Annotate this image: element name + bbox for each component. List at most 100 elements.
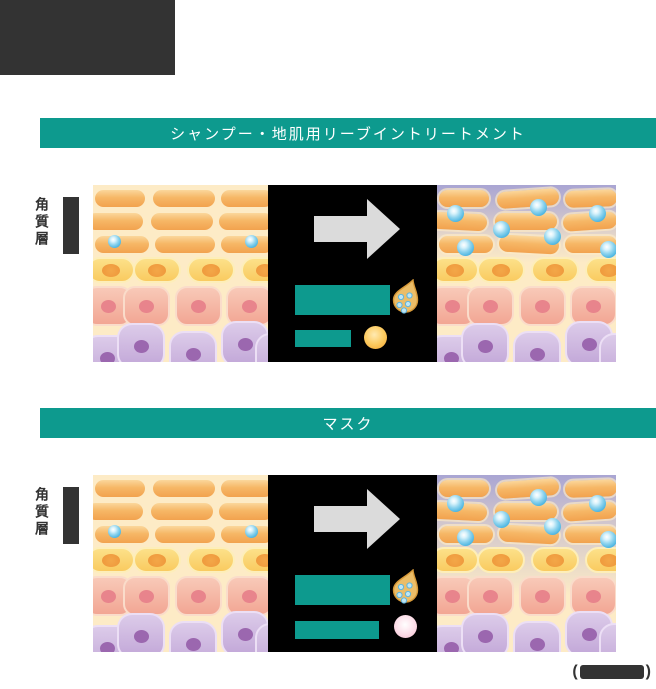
spinous-cell: [123, 576, 170, 616]
cell-nucleus: [492, 263, 510, 277]
moisture-particle-icon: [599, 240, 616, 258]
moisture-particle-icon: [244, 234, 258, 248]
granular-cell: [187, 547, 235, 573]
moisture-particle-icon: [244, 524, 258, 538]
moisture-particle-icon: [492, 220, 510, 238]
spinous-cell: [467, 576, 514, 616]
spinous-cell: [226, 576, 268, 616]
cell-nucleus: [529, 347, 545, 361]
corneocyte-bar: [219, 503, 268, 520]
corneocyte-bar: [439, 480, 489, 497]
redacted-note-text: [579, 665, 644, 679]
granular-cell: [437, 547, 479, 573]
cell-nucleus: [148, 263, 166, 277]
spinous-cell: [226, 286, 268, 326]
stratum-corneum-label: 角質層: [34, 197, 50, 248]
corneocyte-bar: [95, 236, 149, 253]
transition-box: [268, 185, 437, 362]
cell-nucleus: [148, 553, 166, 567]
cell-nucleus: [483, 589, 498, 603]
spinous-cell: [175, 576, 222, 616]
section-header-shampoo: シャンプー・地肌用リーブイントリートメント: [40, 118, 656, 148]
cell-nucleus: [581, 627, 597, 641]
granular-cell: [531, 257, 579, 283]
cell-nucleus: [99, 641, 115, 652]
spinous-cell: [570, 286, 616, 326]
cell-nucleus: [237, 627, 253, 641]
cell-nucleus: [191, 299, 206, 313]
corneocyte-bar: [93, 213, 143, 230]
cell-nucleus: [615, 349, 616, 362]
granular-cell: [187, 257, 235, 283]
cell-nucleus: [446, 263, 464, 277]
cell-nucleus: [256, 263, 268, 277]
corneocyte-bar: [95, 526, 149, 543]
cell-nucleus: [483, 299, 498, 313]
moisture-particle-icon: [492, 510, 510, 528]
cell-nucleus: [477, 629, 493, 643]
corneocyte-bar: [219, 213, 268, 230]
section-header-mask: マスク: [40, 408, 656, 438]
corneocyte-bar: [564, 479, 616, 498]
cell-nucleus: [600, 553, 616, 567]
skin-before-diagram: [93, 475, 268, 652]
basal-cell: [169, 331, 217, 362]
oil-ball-orange-icon: [364, 326, 387, 349]
corneocyte-bar: [151, 213, 213, 230]
granular-cell: [133, 547, 181, 573]
cell-nucleus: [101, 299, 116, 313]
basal-cell: [221, 611, 268, 652]
cell-nucleus: [581, 337, 597, 351]
stratum-corneum-bracket: [63, 197, 79, 254]
basal-cell: [599, 623, 616, 652]
spinous-cell: [123, 286, 170, 326]
moisture-particle-icon: [446, 204, 464, 222]
note-close-paren: ): [645, 663, 651, 680]
cell-nucleus: [101, 589, 116, 603]
cell-nucleus: [256, 553, 268, 567]
ball-pink-icon: [394, 615, 417, 638]
cell-nucleus: [445, 589, 460, 603]
spinous-cell: [519, 576, 566, 616]
granular-cell: [133, 257, 181, 283]
basal-cell: [513, 621, 561, 652]
stratum-corneum-label: 角質層: [34, 487, 50, 538]
cell-nucleus: [445, 299, 460, 313]
granular-cell: [241, 547, 268, 573]
corneocyte-bar: [155, 526, 215, 543]
cell-nucleus: [202, 263, 220, 277]
moisture-particle-icon: [529, 488, 547, 506]
granular-cell: [437, 257, 479, 283]
cell-nucleus: [443, 641, 459, 652]
basal-cell: [169, 621, 217, 652]
cell-nucleus: [202, 553, 220, 567]
corneocyte-bar: [495, 213, 557, 230]
corneocyte-bar: [95, 190, 145, 207]
logo-block: [0, 0, 175, 75]
granular-cell: [585, 547, 616, 573]
moisture-particle-icon: [543, 227, 561, 245]
cell-nucleus: [546, 553, 564, 567]
cell-nucleus: [586, 299, 601, 313]
legend-label-redacted: [295, 575, 390, 605]
cell-nucleus: [492, 553, 510, 567]
legend-label-redacted: [295, 330, 351, 347]
cell-nucleus: [535, 299, 550, 313]
corneocyte-bar: [495, 503, 557, 520]
cell-nucleus: [446, 553, 464, 567]
spinous-cell: [570, 576, 616, 616]
corneocyte-bar: [153, 190, 215, 207]
transition-box: [268, 475, 437, 652]
cell-nucleus: [133, 629, 149, 643]
granular-cell: [585, 257, 616, 283]
droplet-moisture-icon: [392, 279, 419, 314]
granular-cell: [93, 547, 135, 573]
section-header-label: シャンプー・地肌用リーブイントリートメント: [170, 125, 526, 143]
corneocyte-bar: [151, 503, 213, 520]
basal-cell: [117, 613, 165, 652]
cell-nucleus: [546, 263, 564, 277]
skin-before-diagram: [93, 185, 268, 362]
cell-nucleus: [237, 337, 253, 351]
corneocyte-bar: [221, 480, 268, 497]
